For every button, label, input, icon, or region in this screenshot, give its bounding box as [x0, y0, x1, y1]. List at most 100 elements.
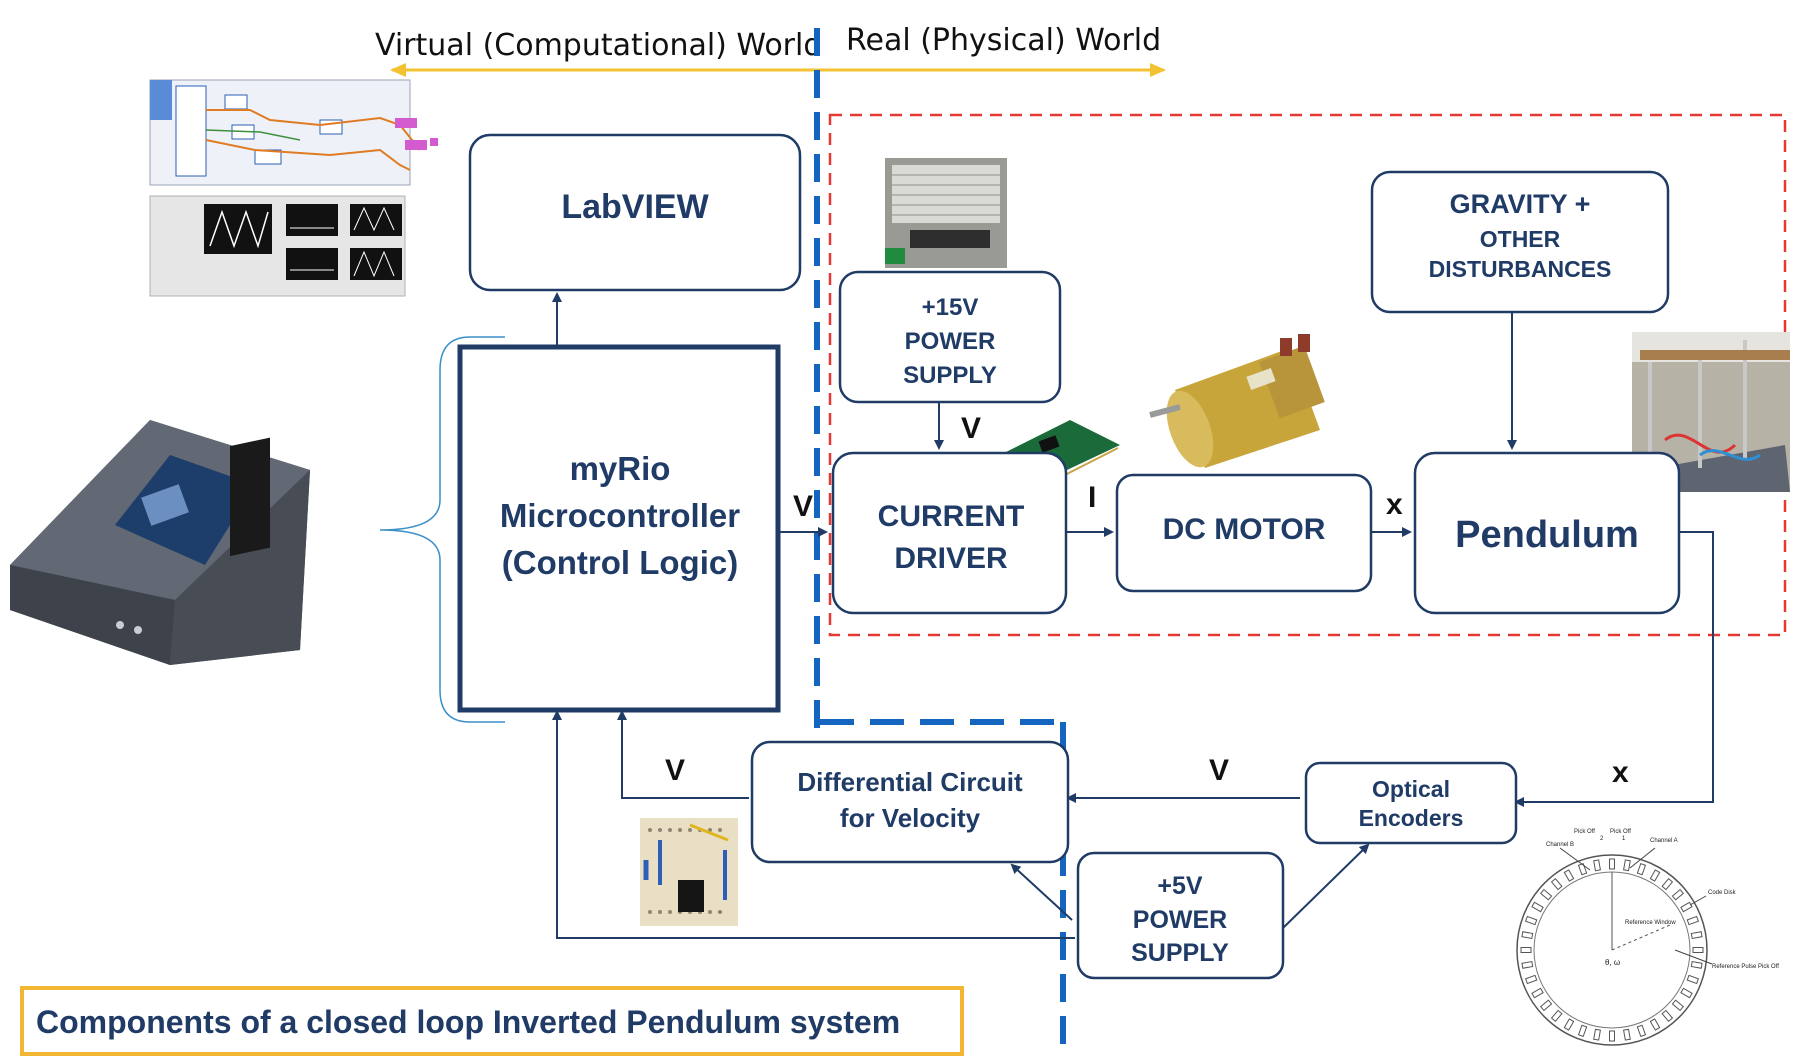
signal-v-encoder-diff: V: [1209, 754, 1229, 787]
encoder-num-1: 1: [1622, 836, 1626, 842]
encoder-slot: [1539, 999, 1553, 1012]
driver-line-1: CURRENT: [878, 500, 1025, 533]
encoder-slot: [1539, 888, 1553, 901]
encoder-slot: [1661, 877, 1674, 891]
encoder-slot: [1649, 869, 1661, 882]
gravity-block: GRAVITY + OTHER DISTURBANCES: [1370, 170, 1670, 314]
physical-plant-region: [828, 113, 1787, 637]
gravity-line-3: DISTURBANCES: [1429, 256, 1612, 282]
labview-front-panel: [149, 195, 406, 297]
labview-label: LabVIEW: [561, 188, 709, 226]
optical-line-1: Optical: [1372, 776, 1450, 802]
encoder-slot: [1661, 1009, 1674, 1023]
labview-screenshot: [149, 79, 438, 186]
encoder-channel-b: Channel B: [1546, 842, 1574, 848]
encoder-slot: [1531, 901, 1544, 913]
encoder-reference-pulse: Reference Pulse Pick Off: [1712, 964, 1779, 970]
encoder-slot: [1521, 931, 1534, 939]
breadboard-photo: [640, 818, 738, 926]
gravity-line-1: GRAVITY +: [1450, 189, 1591, 219]
encoder-slot: [1524, 974, 1538, 985]
pendulum-label: Pendulum: [1455, 514, 1639, 556]
myrio-block: myRio Microcontroller (Control Logic): [457, 344, 781, 713]
encoder-slot: [1577, 1024, 1588, 1038]
encoder-theta-omega: θ, ω: [1605, 958, 1620, 967]
current-driver-block: CURRENT DRIVER: [831, 451, 1068, 615]
signal-x-pendulum-encoder: x: [1612, 756, 1629, 789]
encoder-channel-a: Channel A: [1650, 838, 1678, 844]
power5-line-1: +5V: [1157, 872, 1203, 900]
wires: [552, 292, 1714, 939]
encoder-code-disk: Code Disk: [1708, 890, 1737, 896]
caption-text: Components of a closed loop Inverted Pen…: [36, 1004, 900, 1040]
encoder-num-2: 2: [1600, 836, 1604, 842]
encoder-slot: [1609, 858, 1615, 870]
encoder-slot: [1550, 1009, 1563, 1023]
power15-line-2: POWER: [905, 328, 996, 355]
encoder-slot: [1692, 947, 1704, 953]
encoder-slot: [1531, 987, 1544, 999]
encoder-pickoff-right: Pick Off: [1610, 829, 1631, 835]
encoder-slot: [1593, 1028, 1601, 1041]
supply5-to-myrio-wire: [552, 710, 1075, 939]
supply5-to-encoder-wire: [1282, 843, 1370, 929]
signal-i-driver-motor: I: [1088, 481, 1096, 514]
gravity-line-2: OTHER: [1480, 226, 1561, 252]
curly-brace: [379, 336, 505, 723]
encoder-slot: [1623, 1028, 1631, 1041]
encoder-pickoff-left: Pick Off: [1574, 829, 1595, 835]
encoder-slot: [1623, 859, 1631, 872]
differential-line-1: Differential Circuit: [797, 767, 1023, 797]
real-world-label: Real (Physical) World: [846, 23, 1161, 58]
power-supply-15v-block: +15V POWER SUPPLY: [838, 270, 1062, 404]
power5-line-3: SUPPLY: [1131, 939, 1229, 967]
encoder-slot: [1649, 1018, 1661, 1031]
power-supply-photo: [885, 158, 1007, 268]
encoder-slot: [1686, 915, 1700, 926]
encoder-slot: [1550, 877, 1563, 891]
pendulum-photo: [1632, 332, 1790, 492]
signal-v-supply-driver: V: [961, 412, 981, 445]
encoder-disk-drawing: Channel B Pick Off Pick Off Channel A Co…: [1516, 829, 1779, 1046]
differential-line-2: for Velocity: [840, 803, 981, 833]
encoder-slot: [1563, 869, 1575, 882]
optical-encoders-block: Optical Encoders: [1304, 761, 1518, 845]
power5-line-2: POWER: [1133, 906, 1227, 934]
encoder-slot: [1521, 961, 1534, 969]
power15-line-3: SUPPLY: [903, 362, 997, 389]
encoder-slot: [1690, 931, 1703, 939]
encoder-slot: [1636, 862, 1647, 876]
world-header: Virtual (Computational) World Real (Phys…: [375, 23, 1166, 77]
encoder-slot: [1520, 947, 1532, 953]
encoder-slot: [1680, 987, 1693, 999]
pendulum-block: Pendulum: [1413, 451, 1681, 615]
encoder-slot: [1686, 974, 1700, 985]
power-supply-5v-block: +5V POWER SUPPLY: [1076, 851, 1285, 980]
driver-line-2: DRIVER: [894, 542, 1008, 575]
encoder-slot: [1593, 859, 1601, 872]
encoder-slot: [1636, 1024, 1647, 1038]
myrio-line-2: Microcontroller: [500, 497, 740, 534]
encoder-slot: [1671, 888, 1685, 901]
encoder-slot: [1577, 862, 1588, 876]
caption-box: Components of a closed loop Inverted Pen…: [20, 986, 964, 1056]
encoder-reference-window: Reference Window: [1625, 920, 1676, 926]
dc-motor-photo: [1149, 334, 1325, 468]
encoder-slot: [1690, 961, 1703, 969]
encoder-slot: [1563, 1018, 1575, 1031]
power15-line-1: +15V: [922, 294, 979, 321]
myrio-device-photo: [10, 420, 310, 665]
differential-to-myrio-wire: [617, 710, 749, 799]
optical-line-2: Encoders: [1359, 805, 1464, 831]
dc-motor-label: DC MOTOR: [1163, 513, 1326, 546]
myrio-line-3: (Control Logic): [502, 544, 738, 581]
encoder-slot: [1524, 915, 1538, 926]
pendulum-to-encoder-wire: [1514, 531, 1714, 807]
encoder-slot: [1609, 1030, 1615, 1042]
dc-motor-block: DC MOTOR: [1115, 473, 1373, 593]
signal-x-motor-pendulum: x: [1386, 488, 1403, 521]
encoder-slot: [1671, 999, 1685, 1012]
signal-v-diff-myrio: V: [665, 754, 685, 787]
differential-circuit-block: Differential Circuit for Velocity: [750, 740, 1070, 864]
